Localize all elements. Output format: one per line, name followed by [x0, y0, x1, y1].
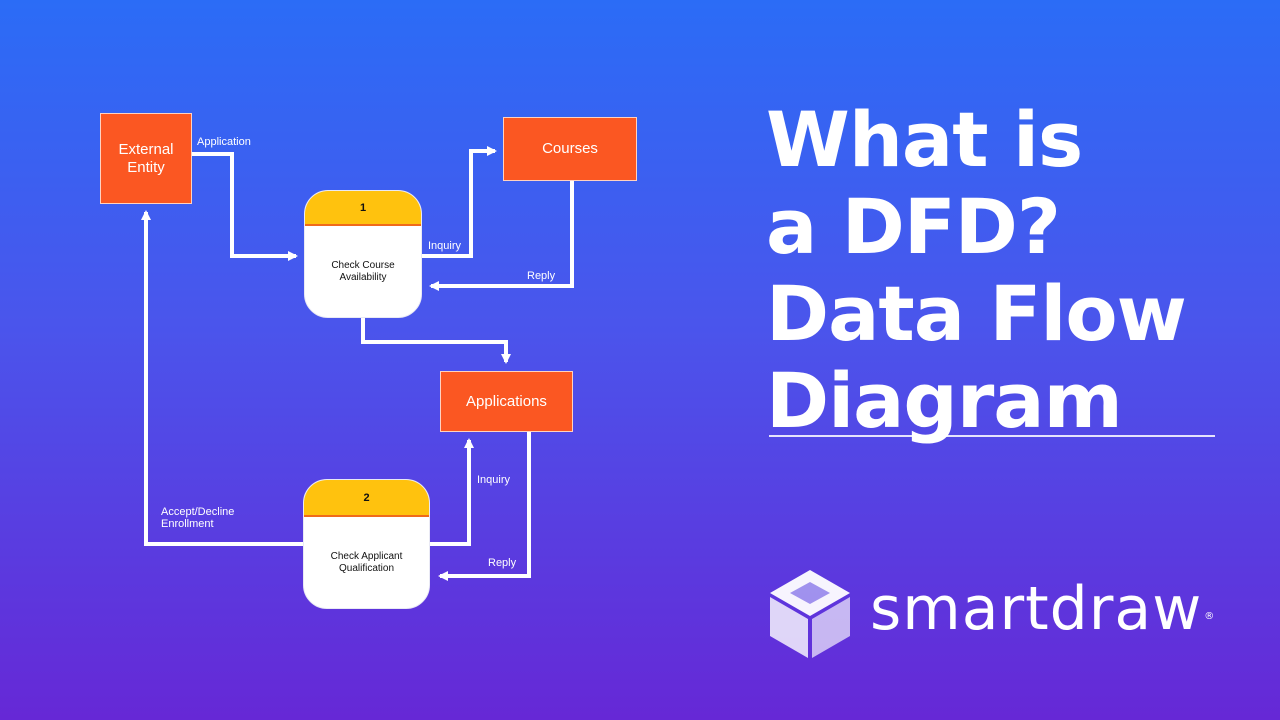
- brand-wordmark: smartdraw®: [870, 574, 1215, 644]
- applications-box[interactable]: Applications: [440, 371, 573, 432]
- divider: [769, 435, 1215, 437]
- flow-process1-applications-arrow: [361, 318, 511, 364]
- process-1-label: Check Course Availability: [331, 259, 395, 283]
- flow-label-reply-2: Reply: [488, 557, 517, 569]
- flow-application-arrow: [192, 152, 298, 261]
- process-2-check-applicant-qualification[interactable]: 2 Check Applicant Qualification: [303, 479, 430, 609]
- process-2-number: 2: [304, 480, 429, 517]
- flow-reply-applications-arrow: [438, 432, 531, 581]
- headline-line-2: a DFD?: [766, 182, 1061, 271]
- headline-line-4: Diagram: [766, 356, 1123, 445]
- process-2-label: Check Applicant Qualification: [330, 550, 403, 574]
- flow-label-reply-1: Reply: [527, 270, 556, 282]
- flow-label-inquiry-1: Inquiry: [428, 240, 462, 252]
- flow-label-application: Application: [197, 136, 251, 148]
- headline-line-1: What is: [766, 95, 1083, 184]
- flow-accept-decline-arrow: [141, 210, 304, 546]
- flow-label-inquiry-2: Inquiry: [477, 474, 511, 486]
- flow-reply-courses-arrow: [429, 181, 574, 291]
- courses-box[interactable]: Courses: [503, 117, 637, 181]
- flow-label-accept-decline: Accept/Decline Enrollment: [161, 506, 235, 530]
- headline: What is a DFD? Data Flow Diagram: [766, 95, 1187, 445]
- flow-inquiry-applications-arrow: [430, 438, 474, 546]
- process-1-check-course-availability[interactable]: 1 Check Course Availability: [304, 190, 422, 318]
- process-1-number: 1: [305, 191, 421, 226]
- headline-line-3: Data Flow: [766, 269, 1187, 358]
- flow-arrows: [141, 146, 574, 581]
- external-entity-box[interactable]: External Entity: [100, 113, 192, 204]
- registered-mark: ®: [1204, 611, 1216, 622]
- brand-name-text: smartdraw: [870, 574, 1203, 644]
- smartdraw-logo-icon: [770, 570, 850, 658]
- flow-inquiry-courses-arrow: [422, 146, 497, 258]
